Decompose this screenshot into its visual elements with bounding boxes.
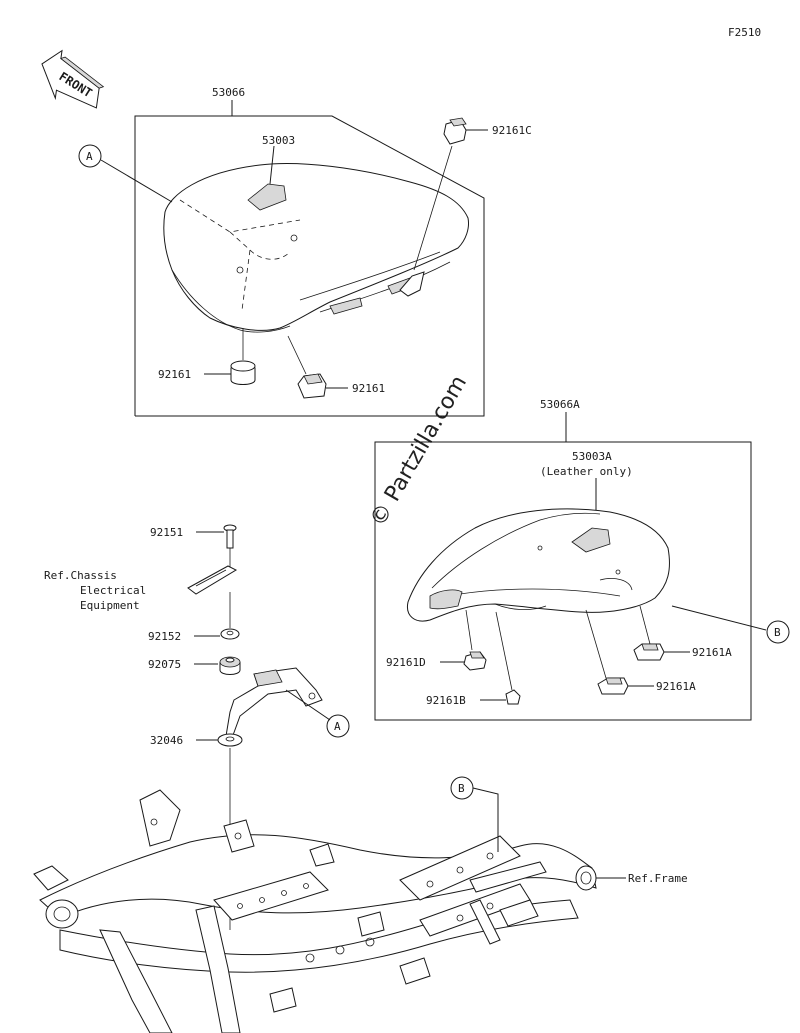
ref-chassis-line1: Ref.Chassis [44, 569, 117, 582]
seat-assembly-53066: 53066 53003 A 92161C [78, 86, 532, 417]
ref-circle-a-upper: A [86, 150, 93, 163]
part-label-92152: 92152 [148, 630, 181, 643]
part-label-92161-right: 92161 [352, 382, 385, 395]
part-label-92161B: 92161B [426, 694, 466, 707]
ref-circle-b-lower: B [458, 782, 465, 795]
part-label-92161C: 92161C [492, 124, 532, 137]
part-label-92161-left: 92161 [158, 368, 191, 381]
seat-assembly-53066A: 53066A 53003A (Leather only) B 92161D 92… [374, 398, 790, 721]
part-label-92161D: 92161D [386, 656, 426, 669]
ref-chassis-line2: Electrical [80, 584, 146, 597]
part-label-53003A: 53003A [572, 450, 612, 463]
ref-circle-b-upper: B [774, 626, 781, 639]
ref-frame-label: Ref.Frame [628, 872, 688, 885]
watermark: © Partzilla.com [366, 371, 473, 531]
frame-assembly: B Ref.Frame [33, 776, 688, 1033]
front-arrow-icon: FRONT [41, 49, 105, 109]
part-label-32046: 32046 [150, 734, 183, 747]
ref-chassis-line3: Equipment [80, 599, 140, 612]
ref-circle-a-lower: A [334, 720, 341, 733]
part-label-53066A: 53066A [540, 398, 580, 411]
part-label-92161A-lower: 92161A [656, 680, 696, 693]
part-label-92161A-upper: 92161A [692, 646, 732, 659]
part-label-92151: 92151 [150, 526, 183, 539]
figure-code: F2510 [728, 26, 761, 39]
part-label-53003: 53003 [262, 134, 295, 147]
part-note-leather-only: (Leather only) [540, 465, 633, 478]
part-label-92075: 92075 [148, 658, 181, 671]
part-label-53066: 53066 [212, 86, 245, 99]
